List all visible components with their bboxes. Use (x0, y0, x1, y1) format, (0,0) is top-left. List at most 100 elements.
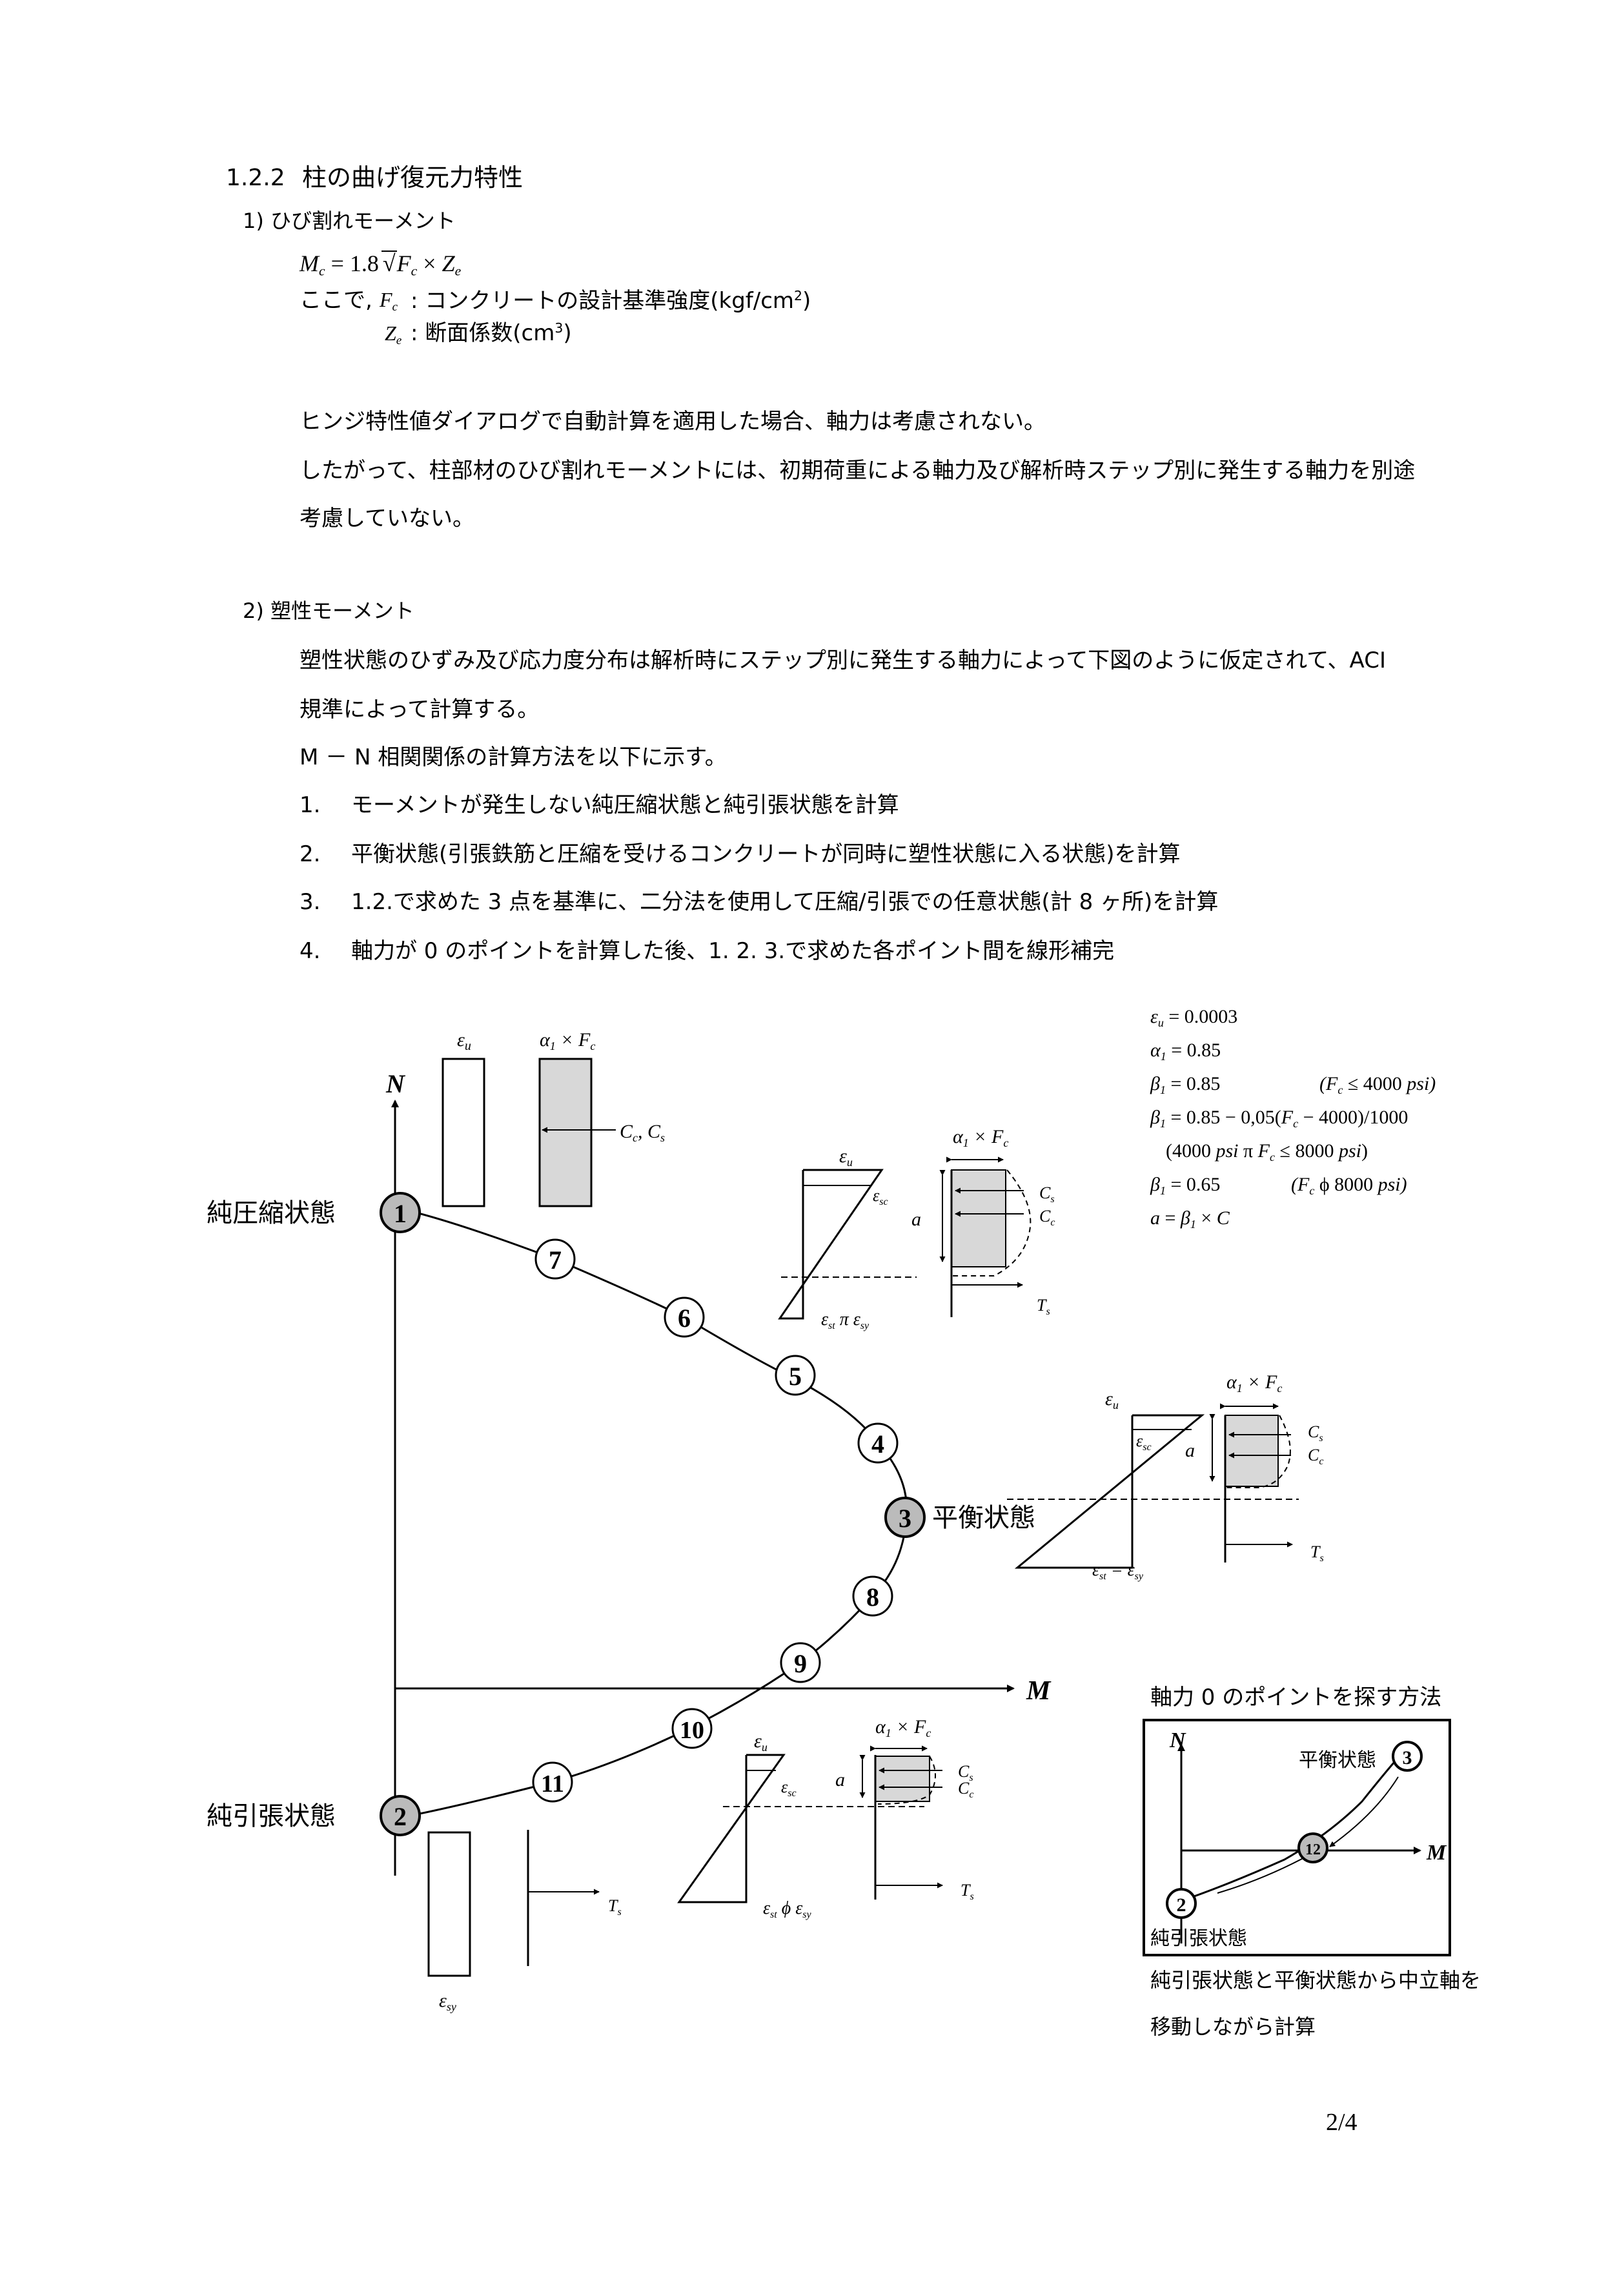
pure-compression-section: εu α1 × Fc Cc, Cs (442, 1029, 665, 1207)
svg-text:εst ϕ εsy: εst ϕ εsy (763, 1898, 811, 1920)
crack-para-1: ヒンジ特性値ダイアログで自動計算を適用した場合、軸力は考慮されない。 (300, 409, 1046, 435)
inset-note-2: 移動しながら計算 (1150, 2014, 1316, 2039)
svg-text:Ts: Ts (1310, 1543, 1324, 1564)
point-2: 2 (380, 1795, 421, 1836)
svg-text:εu: εu (1105, 1388, 1119, 1411)
svg-text:εsc: εsc (781, 1778, 797, 1799)
svg-text:2: 2 (1177, 1894, 1186, 1916)
svg-text:a: a (835, 1769, 845, 1790)
svg-text:11: 11 (541, 1770, 564, 1798)
svg-text:(Fc ϕ 8000 psi): (Fc ϕ 8000 psi) (1291, 1174, 1407, 1197)
balanced-section: εu εsc εst = εsy α1 × Fc Cs Cc a Ts (1007, 1371, 1324, 1582)
svg-text:a = β1 × C: a = β1 × C (1150, 1207, 1230, 1231)
plastic-para-1: 塑性状態のひずみ及び応力度分布は解析時にステップ別に発生する軸力によって下図のよ… (300, 648, 1386, 673)
step-3-number: 3. (300, 889, 321, 915)
svg-text:εsc: εsc (873, 1186, 888, 1207)
crack-para-2: したがって、柱部材のひび割れモーメントには、初期荷重による軸力及び解析時ステップ… (300, 458, 1416, 484)
svg-text:α1 × Fc: α1 × Fc (953, 1126, 1008, 1149)
pure-tension-section: εsy Ts (427, 1830, 622, 2013)
svg-text:12: 12 (1305, 1841, 1321, 1858)
svg-text:10: 10 (680, 1717, 704, 1744)
point-4: 4 (857, 1422, 899, 1464)
svg-text:Cc: Cc (1308, 1446, 1323, 1467)
interaction-curve (400, 1207, 908, 1819)
svg-text:Cc: Cc (1039, 1207, 1055, 1228)
inset-title: 軸力 0 のポイントを探す方法 (1150, 1685, 1441, 1710)
point-3: 3 (884, 1497, 926, 1538)
section-title: 柱の曲げ復元力特性 (302, 163, 524, 192)
tension-side-section: εu εsc εst ϕ εsy α1 × Fc Cs Cc a Ts (677, 1716, 974, 1920)
inset-note-1: 純引張状態と平衡状態から中立軸を (1150, 1968, 1481, 1993)
step-3-text: 1.2.で求めた 3 点を基準に、二分法を使用して圧縮/引張での任意状態(計 8… (351, 889, 1219, 915)
svg-text:Ts: Ts (961, 1881, 974, 1902)
svg-text:8: 8 (866, 1583, 879, 1612)
svg-text:εsc: εsc (1136, 1431, 1152, 1453)
section-number: 1.2.2 (226, 165, 285, 191)
svg-text:(Fc ≤ 4000 psi): (Fc ≤ 4000 psi) (1319, 1073, 1436, 1096)
svg-text:α1 × Fc: α1 × Fc (1226, 1371, 1282, 1395)
fc-description: : コンクリートの設計基準強度(kgf/cm2) (411, 288, 811, 314)
svg-text:α1 × Fc: α1 × Fc (875, 1716, 931, 1739)
svg-text:εst = εsy: εst = εsy (1092, 1560, 1144, 1582)
svg-text:M: M (1426, 1841, 1447, 1865)
plastic-para-3: M － N 相関関係の計算方法を以下に示す。 (300, 744, 727, 770)
svg-text:α1 = 0.85: α1 = 0.85 (1150, 1040, 1221, 1063)
svg-text:1: 1 (394, 1199, 407, 1228)
svg-text:εu: εu (839, 1145, 853, 1169)
point-9: 9 (780, 1642, 821, 1683)
point-6: 6 (664, 1297, 705, 1338)
svg-text:εst π εsy: εst π εsy (821, 1309, 870, 1331)
crack-para-3: 考慮していない。 (300, 506, 474, 531)
plastic-heading: 2) 塑性モーメント (243, 599, 414, 623)
plastic-para-2: 規準によって計算する。 (300, 697, 540, 723)
m-axis-label: M (1026, 1676, 1052, 1706)
balanced-label: 平衡状態 (932, 1503, 1035, 1533)
svg-text:β1 = 0.85 − 0,05(Fc − 4000)/10: β1 = 0.85 − 0,05(Fc − 4000)/1000 (1150, 1107, 1408, 1130)
svg-text:Cc, Cs: Cc, Cs (620, 1121, 665, 1144)
where-prefix: ここで, (300, 287, 372, 313)
point-10: 10 (671, 1708, 713, 1749)
step-2-text: 平衡状態(引張鉄筋と圧縮を受けるコンクリートが同時に塑性状態に入る状態)を計算 (351, 841, 1181, 867)
svg-text:9: 9 (794, 1649, 807, 1678)
svg-text:β1 = 0.65: β1 = 0.65 (1150, 1174, 1220, 1197)
svg-text:2: 2 (394, 1802, 407, 1831)
ze-symbol: Ze (385, 322, 402, 347)
svg-text:Cs: Cs (1039, 1184, 1055, 1205)
step-4-number: 4. (300, 938, 321, 964)
ze-description: : 断面係数(cm3) (411, 320, 572, 347)
svg-text:6: 6 (678, 1304, 691, 1333)
svg-text:Ts: Ts (1037, 1296, 1050, 1317)
svg-text:Cs: Cs (1308, 1422, 1323, 1444)
compression-side-section: εu εsc εst π εsy α1 × Fc Cs Cc a Ts (778, 1126, 1055, 1331)
inset-zero-axial-point: 軸力 0 のポイントを探す方法 N M 平衡状態 3 12 2 純引張状態 (1143, 1685, 1451, 1956)
page-number: 2/4 (1326, 2109, 1358, 2136)
fc-symbol: Fc (380, 288, 398, 314)
step-4-text: 軸力が 0 のポイントを計算した後、1. 2. 3.で求めた各ポイント間を線形補… (351, 938, 1115, 964)
point-7: 7 (534, 1238, 576, 1280)
svg-text:N: N (1169, 1728, 1186, 1752)
svg-text:4: 4 (871, 1430, 884, 1459)
svg-text:3: 3 (1403, 1747, 1412, 1768)
pure-tension-label: 純引張状態 (207, 1801, 336, 1831)
svg-text:3: 3 (899, 1504, 911, 1533)
svg-text:εsy: εsy (439, 1990, 456, 2013)
step-2-number: 2. (300, 841, 321, 867)
constants-block: εu = 0.0003 α1 = 0.85 β1 = 0.85 (Fc ≤ 40… (1150, 1006, 1436, 1231)
svg-text:Ts: Ts (608, 1896, 622, 1918)
svg-text:a: a (1185, 1440, 1195, 1461)
svg-text:β1 = 0.85: β1 = 0.85 (1150, 1073, 1220, 1096)
svg-text:7: 7 (549, 1245, 562, 1275)
crack-formula: Mc = 1.8√Fc × Ze (300, 251, 462, 279)
point-11: 11 (532, 1761, 573, 1803)
step-1-text: モーメントが発生しない純圧縮状態と純引張状態を計算 (351, 792, 899, 818)
svg-text:εu = 0.0003: εu = 0.0003 (1150, 1006, 1237, 1029)
svg-text:a: a (911, 1209, 921, 1230)
n-axis-label: N (385, 1069, 406, 1098)
svg-text:平衡状態: 平衡状態 (1299, 1749, 1376, 1772)
svg-text:εu: εu (754, 1730, 768, 1754)
crack-heading: 1) ひび割れモーメント (243, 209, 456, 233)
svg-text:α1 × Fc: α1 × Fc (540, 1029, 595, 1052)
svg-text:純引張状態: 純引張状態 (1150, 1927, 1247, 1950)
svg-text:εu: εu (457, 1029, 471, 1053)
